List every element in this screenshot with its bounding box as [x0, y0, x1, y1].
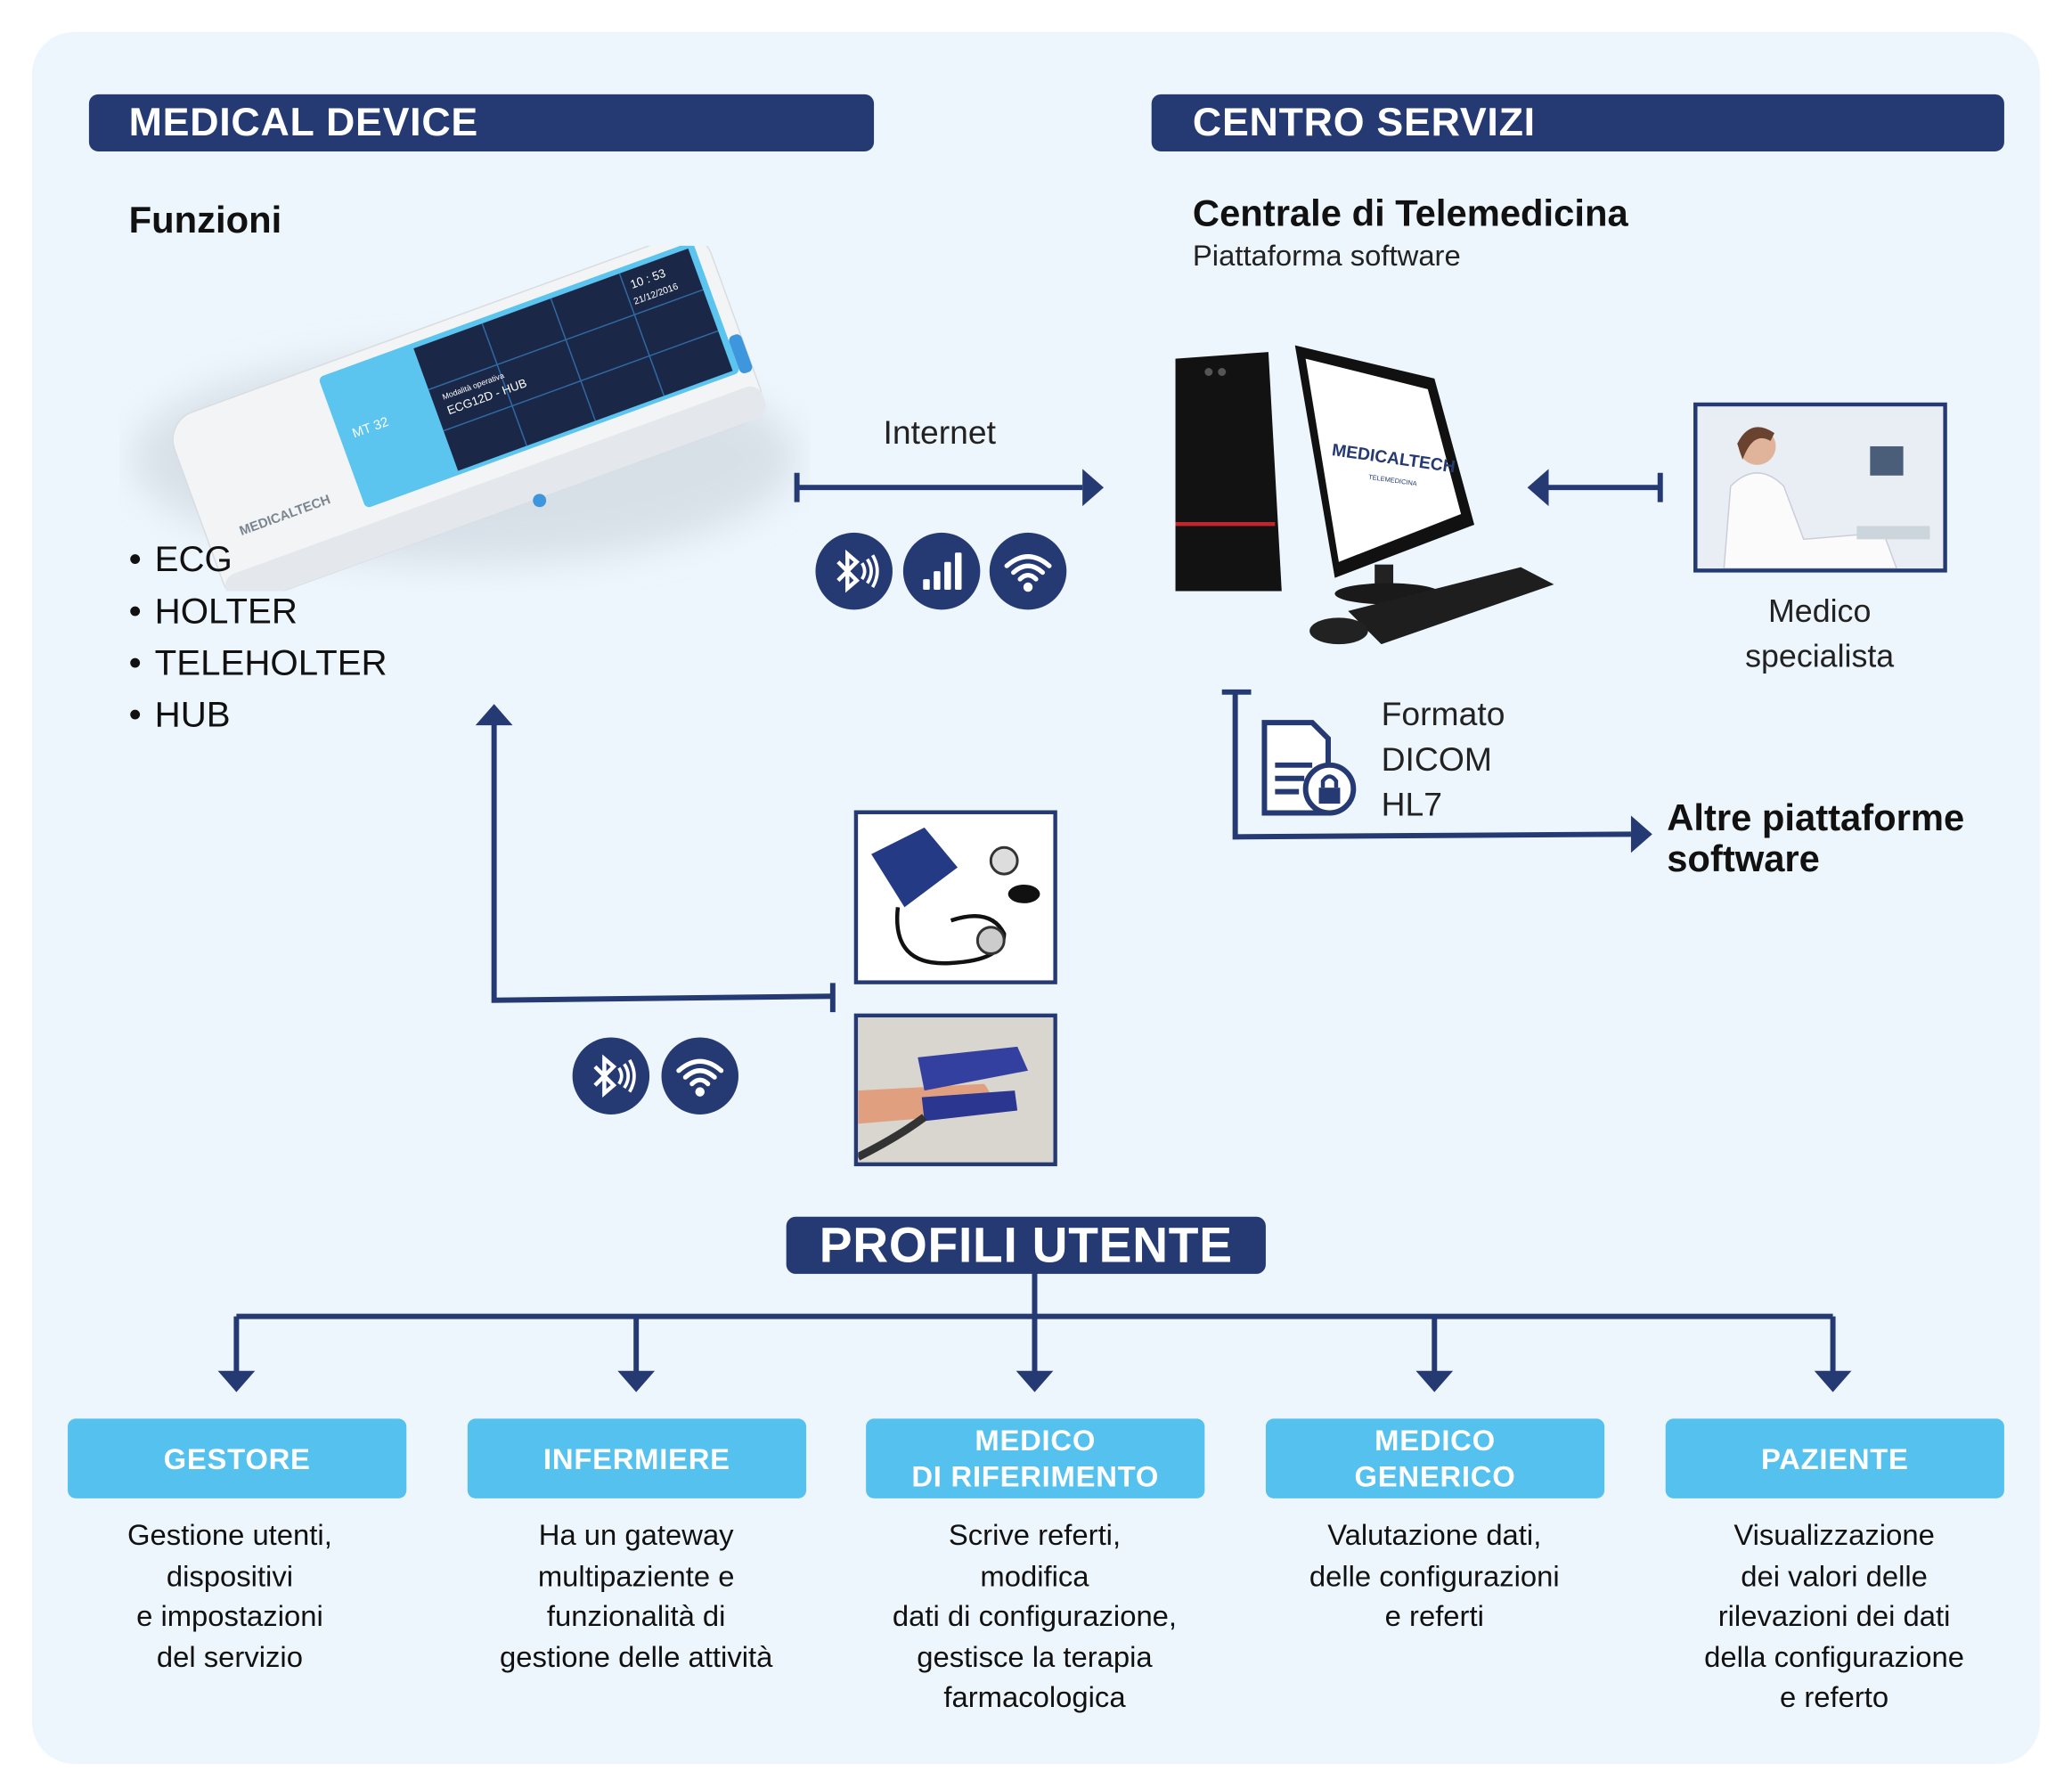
description-line: multipaziente e [537, 1558, 735, 1592]
profile-description-medico-generico: Valutazione dati, delle configurazioni e r… [1236, 1515, 1634, 1637]
description-line: e impostazioni [136, 1599, 323, 1633]
description-line: e referti [1384, 1599, 1484, 1633]
specialist-doctor-photo [1693, 402, 1947, 573]
profile-description-gestore: Gestione utenti, dispositivi e impostazion… [30, 1515, 428, 1678]
profile-description-medico-riferimento: Scrive referti, modifica dati di configura… [836, 1515, 1234, 1718]
description-line: dispositivi [166, 1558, 294, 1592]
profiles-header-text: PROFILI UTENTE [819, 1218, 1233, 1273]
description-line: dati di configurazione, [892, 1599, 1178, 1633]
description-line: del servizio [156, 1639, 303, 1673]
functions-title: Funzioni [128, 199, 282, 241]
description-line: Valutazione dati, [1327, 1518, 1542, 1552]
description-line: rilevazioni dei dati [1717, 1599, 1951, 1633]
description-line: funzionalità di [546, 1599, 726, 1633]
profile-description-infermiere: Ha un gateway multipaziente e funzionalità… [437, 1515, 836, 1678]
function-item: HUB [129, 690, 387, 741]
medical-device-header: MEDICAL DEVICE [88, 94, 875, 151]
description-line: delle configurazioni [1309, 1558, 1560, 1592]
pulse-oximeter-photo [853, 1013, 1057, 1167]
profile-title: INFERMIERE [543, 1441, 730, 1475]
blood-pressure-monitor-photo [853, 810, 1057, 984]
wifi-icon [661, 1037, 738, 1115]
specialist-label-line: specialista [1745, 639, 1895, 675]
profile-box-gestore: GESTORE [68, 1418, 407, 1498]
format-item: Formato [1381, 696, 1505, 734]
other-platforms-line: software [1667, 837, 1820, 880]
internet-label: Internet [883, 414, 996, 452]
secure-document-icon [1261, 720, 1357, 816]
profile-title: GESTORE [163, 1441, 311, 1475]
cellular-signal-icon [902, 532, 981, 610]
function-item: ECG [129, 534, 387, 585]
centro-servizi-header: CENTRO SERVIZI [1151, 94, 2004, 151]
telemedicine-title: Centrale di Telemedicina [1192, 192, 1628, 234]
profile-title: MEDICO [1375, 1424, 1496, 1457]
profile-box-infermiere: INFERMIERE [467, 1418, 807, 1498]
profiles-header: PROFILI UTENTE [786, 1216, 1266, 1274]
profile-title: GENERICO [1354, 1459, 1516, 1493]
medical-device-image: Modalità operativa ECG12D - HUB 10 : 53 … [133, 245, 797, 592]
centro-servizi-header-text: CENTRO SERVIZI [1192, 101, 1536, 145]
function-item: HOLTER [129, 586, 387, 638]
profile-description-paziente: Visualizzazione dei valori delle rilevazio… [1635, 1515, 2033, 1718]
specialist-label-line: Medico [1767, 593, 1872, 630]
medical-device-header-text: MEDICAL DEVICE [128, 101, 478, 145]
computer-image: MEDICALTECH TELEMEDICINA [1175, 345, 1554, 645]
description-line: Ha un gateway [538, 1518, 734, 1552]
profile-title: DI RIFERIMENTO [911, 1459, 1160, 1493]
other-platforms-label: Altre piattaforme software [1667, 797, 1964, 879]
profile-box-paziente: PAZIENTE [1665, 1418, 2004, 1498]
description-line: dei valori delle [1741, 1558, 1928, 1592]
description-line: farmacologica [943, 1680, 1126, 1714]
description-line: gestione delle attività [500, 1639, 773, 1673]
format-item: DICOM [1381, 740, 1492, 779]
formats-list: Formato DICOM HL7 [1382, 692, 1505, 828]
wifi-icon [989, 532, 1067, 610]
bluetooth-icon [815, 532, 893, 610]
bluetooth-icon [572, 1037, 650, 1115]
description-line: della configurazione [1704, 1639, 1964, 1673]
profile-title: MEDICO [975, 1424, 1097, 1457]
function-item: TELEHOLTER [129, 638, 387, 690]
functions-list: ECG HOLTER TELEHOLTER HUB [129, 534, 387, 741]
other-platforms-line: Altre piattaforme [1667, 796, 1965, 838]
format-item: HL7 [1381, 786, 1443, 824]
description-line: Gestione utenti, [127, 1518, 332, 1552]
description-line: e referto [1779, 1680, 1889, 1714]
profile-title: PAZIENTE [1760, 1441, 1909, 1475]
description-line: modifica [980, 1558, 1089, 1592]
description-line: Scrive referti, [948, 1518, 1122, 1552]
description-line: Visualizzazione [1733, 1518, 1935, 1552]
description-line: gestisce la terapia [917, 1639, 1153, 1673]
telemedicine-subtitle: Piattaforma software [1192, 239, 1461, 273]
specialist-label: Medico specialista [1687, 590, 1953, 680]
